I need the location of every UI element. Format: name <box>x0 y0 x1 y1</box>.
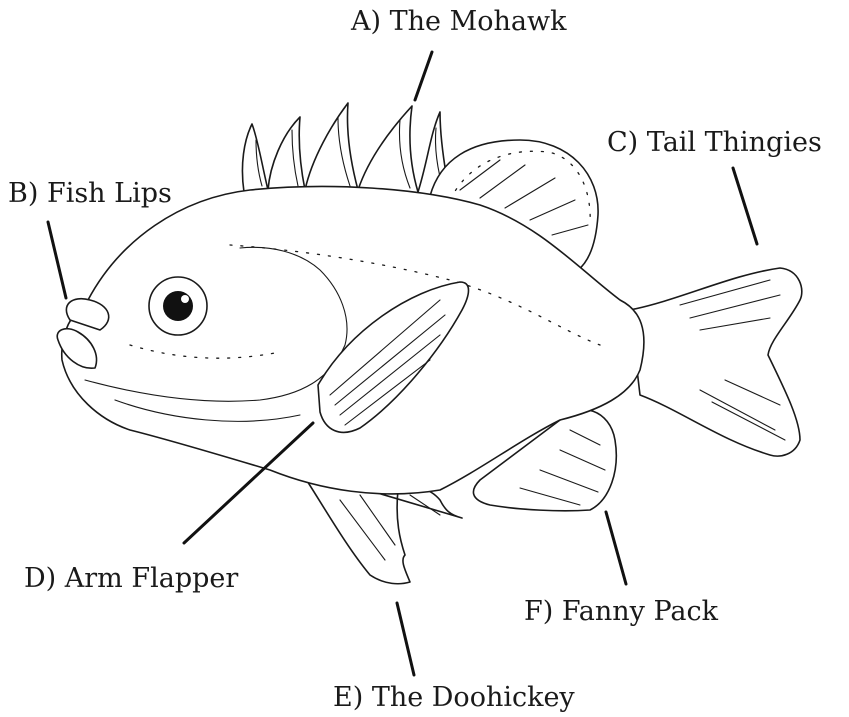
label-doohickey: E) The Doohickey <box>333 684 575 711</box>
leader-line-a <box>415 52 432 100</box>
leader-line-c <box>733 168 757 244</box>
leader-line-b <box>48 222 66 298</box>
label-mohawk: A) The Mohawk <box>351 8 566 35</box>
label-fish-lips: B) Fish Lips <box>8 180 172 207</box>
fish-eye <box>149 277 207 335</box>
leader-line-e <box>397 603 414 675</box>
label-arm-flapper: D) Arm Flapper <box>24 565 238 592</box>
label-tail-thingies: C) Tail Thingies <box>607 129 822 156</box>
label-fanny-pack: F) Fanny Pack <box>524 598 718 625</box>
dorsal-spiny-fin <box>242 103 450 196</box>
tail-fin <box>630 268 802 456</box>
leader-line-f <box>606 512 626 584</box>
